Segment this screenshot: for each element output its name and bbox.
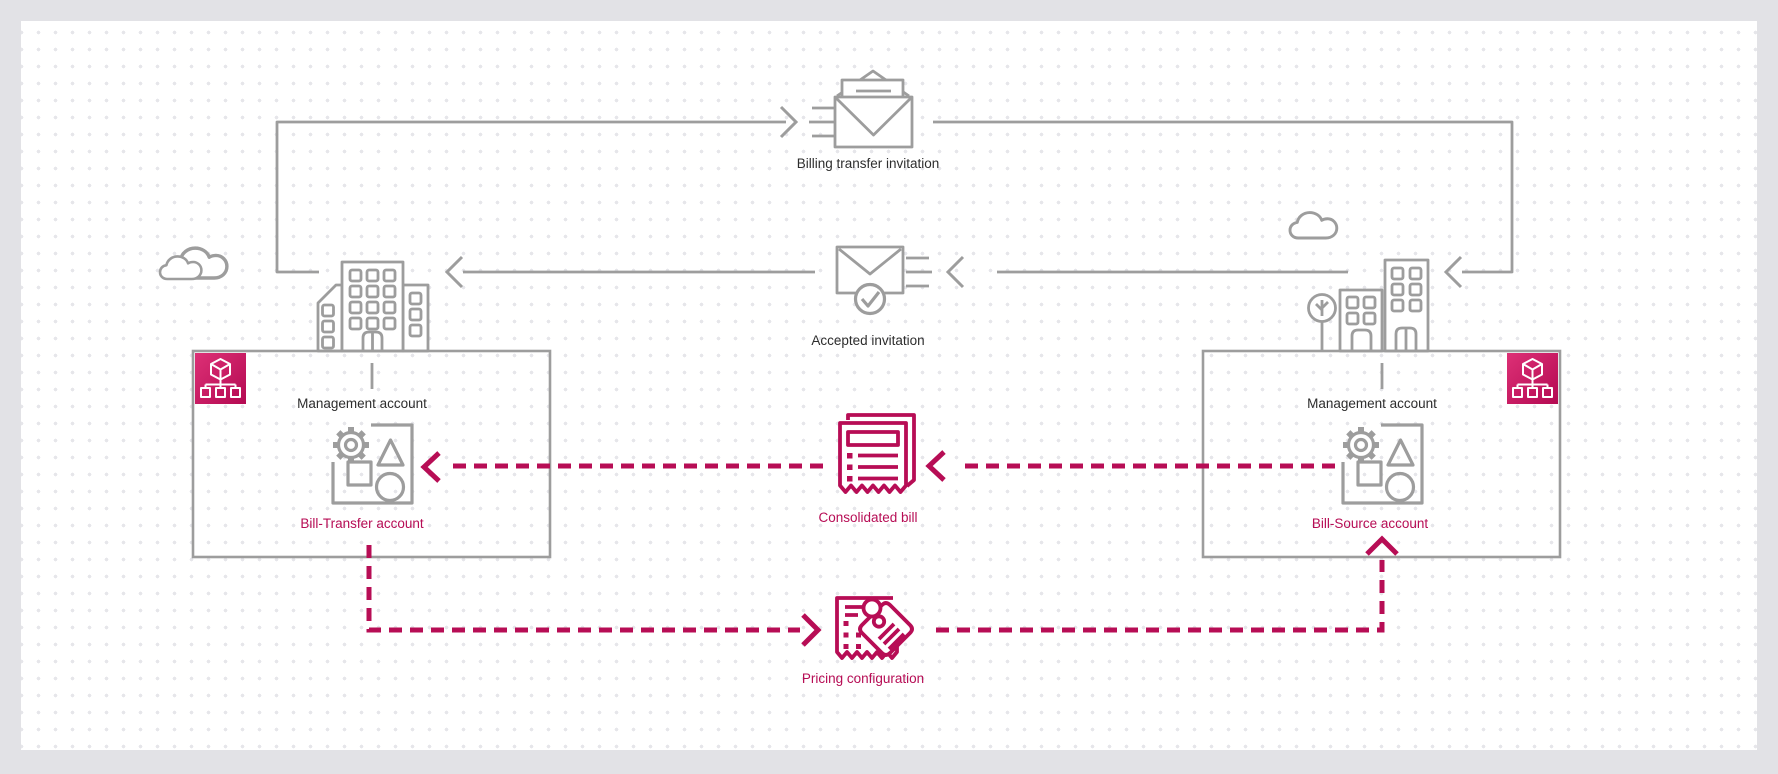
city-buildings-icon — [316, 260, 430, 353]
consolidated-bill-icon — [838, 413, 916, 494]
arrow-left-icon — [420, 451, 441, 483]
right-account-group: Management account Bill-Source account — [1201, 258, 1562, 559]
cloud-icon — [1288, 211, 1339, 240]
flow-label-consolidated-bill: Consolidated bill — [818, 510, 917, 525]
arrow-right-icon — [779, 105, 799, 139]
arrow-left-icon — [444, 255, 464, 289]
flow-consolidated-bill: Consolidated bill — [420, 413, 1335, 525]
left-account-group: Management account Bill-Transfer account — [191, 260, 552, 559]
flow-label-pricing-configuration: Pricing configuration — [802, 671, 924, 686]
aws-organizations-icon — [194, 352, 247, 405]
arrow-right-icon — [801, 613, 822, 647]
city-buildings-tree-icon — [1307, 258, 1430, 353]
arrow-left-icon — [1443, 255, 1463, 289]
account-resources-icon — [1343, 425, 1422, 503]
account-boundary-box — [1201, 349, 1562, 559]
speed-lines-icon — [809, 106, 835, 138]
pricing-tag-icon — [835, 596, 914, 660]
flow-label-billing-invitation: Billing transfer invitation — [797, 156, 940, 171]
arrow-up-icon — [1365, 535, 1399, 556]
flow-label-accepted-invitation: Accepted invitation — [811, 333, 924, 348]
account-resources-icon — [333, 425, 412, 503]
bill-transfer-account-label: Bill-Transfer account — [300, 516, 424, 531]
speed-lines-icon — [906, 256, 932, 288]
management-account-label: Management account — [1307, 396, 1437, 411]
management-account-label: Management account — [297, 396, 427, 411]
bill-source-account-label: Bill-Source account — [1312, 516, 1429, 531]
open-envelope-icon — [833, 69, 914, 149]
arrow-left-icon — [945, 255, 965, 289]
flow-billing-invitation: Billing transfer invitation — [275, 69, 1514, 289]
flow-pricing-configuration: Pricing configuration — [366, 535, 1399, 686]
flow-accepted-invitation: Accepted invitation — [444, 245, 1348, 348]
aws-organizations-icon — [1506, 352, 1559, 405]
arrow-left-icon — [925, 450, 946, 482]
envelope-check-icon — [835, 245, 905, 316]
